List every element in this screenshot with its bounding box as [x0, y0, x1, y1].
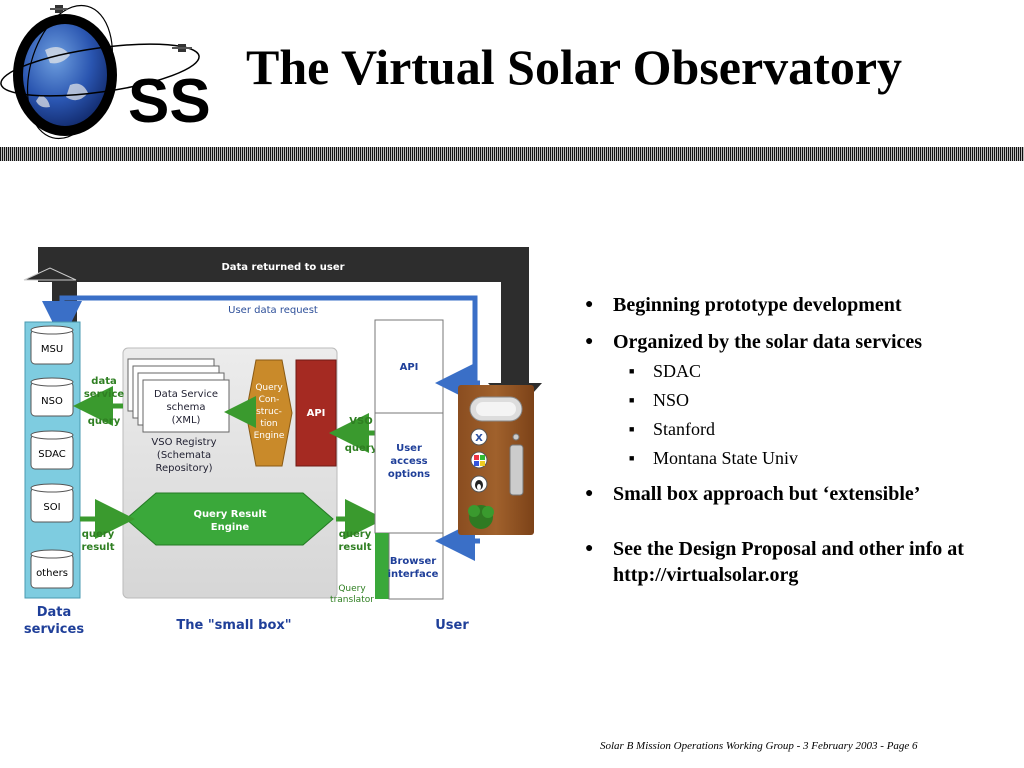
mac-os-icon — [470, 428, 488, 446]
sub-bullet-item: ■ NSO — [629, 386, 1005, 415]
data-services-column: MSU NSO SDAC SOI others — [24, 321, 81, 599]
orbit-ring — [0, 43, 200, 97]
svg-text:Query Result: Query Result — [193, 509, 266, 520]
bullet-list: ● Beginning prototype development ● Orga… — [585, 292, 1005, 599]
data-service-label-2: service — [84, 389, 125, 400]
square-bullet-icon: ■ — [629, 424, 635, 434]
page-title: The Virtual Solar Observatory — [246, 39, 903, 95]
query-result-engine: Query Result Engine — [125, 492, 334, 546]
square-bullet-icon: ■ — [629, 453, 635, 463]
bullet-dot-icon: ● — [585, 541, 594, 556]
logo-text: SS — [128, 67, 211, 136]
query-result-left-1: query — [82, 529, 115, 540]
slide-footer: Solar B Mission Operations Working Group… — [600, 740, 918, 752]
svg-text:SOI: SOI — [43, 502, 60, 513]
sub-bullet-item: ■ Montana State Univ — [629, 444, 1005, 473]
svg-text:SDAC: SDAC — [38, 449, 66, 460]
bullet-dot-icon: ● — [585, 334, 594, 349]
svg-text:tion: tion — [260, 419, 277, 429]
svg-text:Engine: Engine — [211, 522, 250, 533]
query-result-left-2: result — [82, 542, 115, 553]
vso-query-label-1: VSO — [349, 416, 372, 427]
user-api-label: API — [400, 362, 419, 373]
svg-text:Browser: Browser — [390, 556, 436, 567]
satellite-icon — [50, 5, 68, 13]
user-workstation-icon: X — [458, 385, 534, 535]
user-request-arrow: User data request — [42, 295, 478, 388]
svg-text:Query: Query — [255, 383, 283, 393]
query-translator-label-2: translator — [330, 595, 374, 605]
query-result-right-2: result — [339, 542, 372, 553]
bullet-item: ● Beginning prototype development — [585, 294, 902, 316]
registry-label-2: (Schemata — [157, 450, 211, 461]
sub-bullet-item: ■ Stanford — [629, 415, 1005, 444]
svg-text:schema: schema — [166, 402, 205, 413]
header-divider — [0, 147, 1024, 161]
svg-text:MSU: MSU — [41, 344, 63, 355]
service-sdac: SDAC — [30, 430, 74, 470]
service-soi: SOI — [30, 483, 74, 523]
query-result-right-1: query — [339, 529, 372, 540]
svg-text:NSO: NSO — [41, 396, 63, 407]
user-request-label: User data request — [228, 305, 318, 316]
svg-text:Con-: Con- — [259, 395, 280, 405]
query-translator-label-1: Query — [338, 584, 366, 594]
svg-text:Engine: Engine — [254, 431, 285, 441]
small-box-label: The "small box" — [176, 618, 291, 633]
svg-text:struc-: struc- — [256, 407, 282, 417]
data-returned-label: Data returned to user — [221, 262, 344, 273]
oss-logo: SS — [0, 4, 211, 140]
svg-text:interface: interface — [388, 569, 439, 580]
service-others: others — [30, 549, 74, 589]
data-services-label-1: Data — [37, 605, 72, 620]
schema-stack: Data Service schema (XML) — [127, 358, 230, 433]
data-services-label-2: services — [24, 622, 84, 637]
bullet-item: ● Small box approach but ‘extensible’ — [585, 483, 921, 505]
svg-text:access: access — [390, 456, 427, 467]
data-service-label-1: data — [91, 376, 116, 387]
sub-bullet-item: ■ SDAC — [629, 357, 1005, 386]
registry-label-1: VSO Registry — [151, 437, 216, 448]
service-nso: NSO — [30, 377, 74, 417]
square-bullet-icon: ■ — [629, 366, 635, 376]
square-bullet-icon: ■ — [629, 395, 635, 405]
bullet-dot-icon: ● — [585, 486, 594, 501]
keyboard-icon — [509, 444, 524, 496]
bullet-item: ● Organized by the solar data services — [585, 331, 923, 353]
vso-architecture-diagram: Data returned to user User data request … — [23, 247, 542, 637]
svg-text:User: User — [396, 443, 422, 454]
bullet-item: ● See the Design Proposal and other info… — [585, 538, 964, 586]
query-left-label: query — [88, 416, 121, 427]
logo-letter-o — [13, 14, 117, 136]
svg-text:options: options — [388, 469, 430, 480]
svg-text:API: API — [307, 408, 326, 419]
svg-text:(XML): (XML) — [172, 415, 201, 426]
user-label: User — [435, 618, 469, 633]
svg-text:others: others — [36, 568, 68, 579]
svg-text:X: X — [475, 433, 483, 444]
query-construction-engine: Query Con- struc- tion Engine — [245, 359, 293, 467]
user-column: API User access options Browser interfac… — [374, 319, 444, 600]
vso-query-label-2: query — [345, 443, 378, 454]
bullet-dot-icon: ● — [585, 297, 594, 312]
service-msu: MSU — [30, 325, 74, 365]
satellite-icon-2 — [172, 44, 192, 52]
svg-text:Data Service: Data Service — [154, 389, 218, 400]
vso-api-block: API — [295, 359, 337, 467]
registry-label-3: Repository) — [155, 463, 212, 474]
